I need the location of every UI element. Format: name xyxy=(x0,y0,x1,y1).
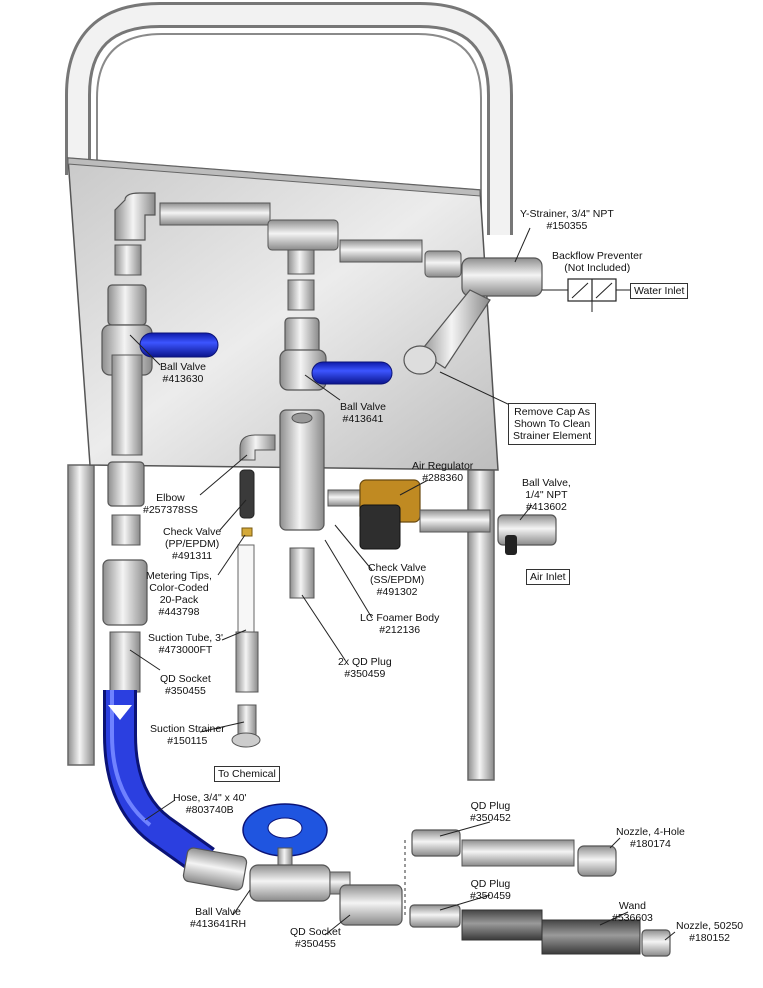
label-text: Air Regulator xyxy=(412,460,474,472)
part-number: #350459 xyxy=(470,890,511,902)
label-text: Strainer Element xyxy=(513,430,592,442)
label-text: Suction Strainer xyxy=(150,723,225,735)
label-text: Suction Tube, 3' xyxy=(148,632,223,644)
label-text: 1/4" NPT xyxy=(525,489,568,501)
label-text: Y-Strainer, 3/4" NPT xyxy=(520,208,614,220)
label-qd-plug-top: QD Plug#350452 xyxy=(470,800,511,824)
label-text: Backflow Preventer xyxy=(552,250,643,262)
label-check-valve-ss: Check Valve(SS/EPDM)#491302 xyxy=(368,562,426,598)
label-qd-plug-bottom: QD Plug#350459 xyxy=(470,878,511,902)
label-text: (SS/EPDM) xyxy=(369,574,425,586)
label-text: (Not Included) xyxy=(564,262,631,274)
label-text: Check Valve xyxy=(163,526,222,538)
part-number: #180152 xyxy=(689,932,731,944)
label-air-regulator: Air Regulator#288360 xyxy=(412,460,473,484)
mounting-panel xyxy=(67,157,499,471)
part-number: #413641 xyxy=(342,413,384,425)
label-qd-plug-2x: 2x QD Plug#350459 xyxy=(338,656,392,680)
backflow-symbol xyxy=(542,278,630,312)
label-text: QD Socket xyxy=(160,673,211,685)
label-ball-valve-rh: Ball Valve#413641RH xyxy=(190,906,246,930)
label-nozzle-50250: Nozzle, 50250#180152 xyxy=(676,920,743,944)
label-elbow: Elbow#257378SS xyxy=(143,492,198,516)
label-text: Hose, 3/4" x 40' xyxy=(173,792,247,804)
label-qd-socket-bottom: QD Socket#350455 xyxy=(290,926,341,950)
label-hose: Hose, 3/4" x 40'#803740B xyxy=(173,792,246,816)
label-qd-socket-left: QD Socket#350455 xyxy=(160,673,211,697)
part-number: #413602 xyxy=(525,501,567,513)
label-text: Remove Cap As xyxy=(514,406,591,418)
label-suction-tube: Suction Tube, 3'#473000FT xyxy=(148,632,223,656)
label-nozzle-4hole: Nozzle, 4-Hole#180174 xyxy=(616,826,685,850)
part-number: #350455 xyxy=(164,685,206,697)
label-to-chemical: To Chemical xyxy=(214,766,280,782)
label-text: Ball Valve xyxy=(160,361,206,373)
part-number: #257378SS xyxy=(143,504,198,516)
label-lc-foamer: LC Foamer Body#212136 xyxy=(360,612,439,636)
label-text: Metering Tips, xyxy=(146,570,212,582)
label-text: Nozzle, 4-Hole xyxy=(616,826,685,838)
label-text: 20-Pack xyxy=(159,594,199,606)
part-number: #288360 xyxy=(422,472,464,484)
label-text: 2x QD Plug xyxy=(338,656,392,668)
part-number: #350452 xyxy=(470,812,511,824)
label-text: Check Valve xyxy=(368,562,427,574)
label-backflow: Backflow Preventer(Not Included) xyxy=(552,250,642,274)
label-air-inlet: Air Inlet xyxy=(526,569,570,585)
label-ball-valve-quarter: Ball Valve,1/4" NPT#413602 xyxy=(522,477,571,513)
label-y-strainer: Y-Strainer, 3/4" NPT#150355 xyxy=(520,208,614,232)
part-number: #150115 xyxy=(167,735,208,747)
label-text: QD Socket xyxy=(290,926,341,938)
label-wand: Wand#536603 xyxy=(612,900,653,924)
air-assembly xyxy=(327,479,557,555)
label-text: LC Foamer Body xyxy=(360,612,440,624)
label-text: Elbow xyxy=(156,492,185,504)
label-suction-strainer: Suction Strainer#150115 xyxy=(150,723,225,747)
hose xyxy=(103,690,248,891)
label-text: Ball Valve xyxy=(195,906,241,918)
part-number: #180174 xyxy=(629,838,671,850)
label-text: Ball Valve xyxy=(340,401,386,413)
part-number: #491311 xyxy=(172,550,213,562)
part-number: #350455 xyxy=(294,938,336,950)
label-text: Wand xyxy=(618,900,646,912)
label-text: Nozzle, 50250 xyxy=(676,920,744,932)
part-number: #473000FT xyxy=(158,644,213,656)
label-text: Shown To Clean xyxy=(513,418,591,430)
label-text: QD Plug xyxy=(470,800,511,812)
left-branch xyxy=(101,244,219,693)
top-manifold xyxy=(114,192,543,375)
bottom-ball-valve xyxy=(242,803,403,926)
label-text: QD Plug xyxy=(470,878,511,890)
part-number: #150355 xyxy=(546,220,588,232)
center-branch xyxy=(231,279,393,748)
label-text: (PP/EPDM) xyxy=(164,538,220,550)
part-number: #413641RH xyxy=(190,918,247,930)
label-ball-valve-center: Ball Valve#413641 xyxy=(340,401,386,425)
part-number: #803740B xyxy=(185,804,234,816)
label-text: Ball Valve, xyxy=(522,477,571,489)
part-number: #212136 xyxy=(379,624,421,636)
label-ball-valve-left: Ball Valve#413630 xyxy=(160,361,206,385)
right-attachments xyxy=(404,829,671,957)
leader-lines xyxy=(129,227,676,941)
part-number: #491302 xyxy=(376,586,418,598)
part-number: #413630 xyxy=(162,373,204,385)
label-water-inlet: Water Inlet xyxy=(630,283,689,299)
label-check-valve-pp: Check Valve(PP/EPDM)#491311 xyxy=(163,526,221,562)
label-text: Color-Coded xyxy=(149,582,209,594)
part-number: #536603 xyxy=(612,912,653,924)
part-number: #443798 xyxy=(158,606,200,618)
part-number: #350459 xyxy=(344,668,386,680)
